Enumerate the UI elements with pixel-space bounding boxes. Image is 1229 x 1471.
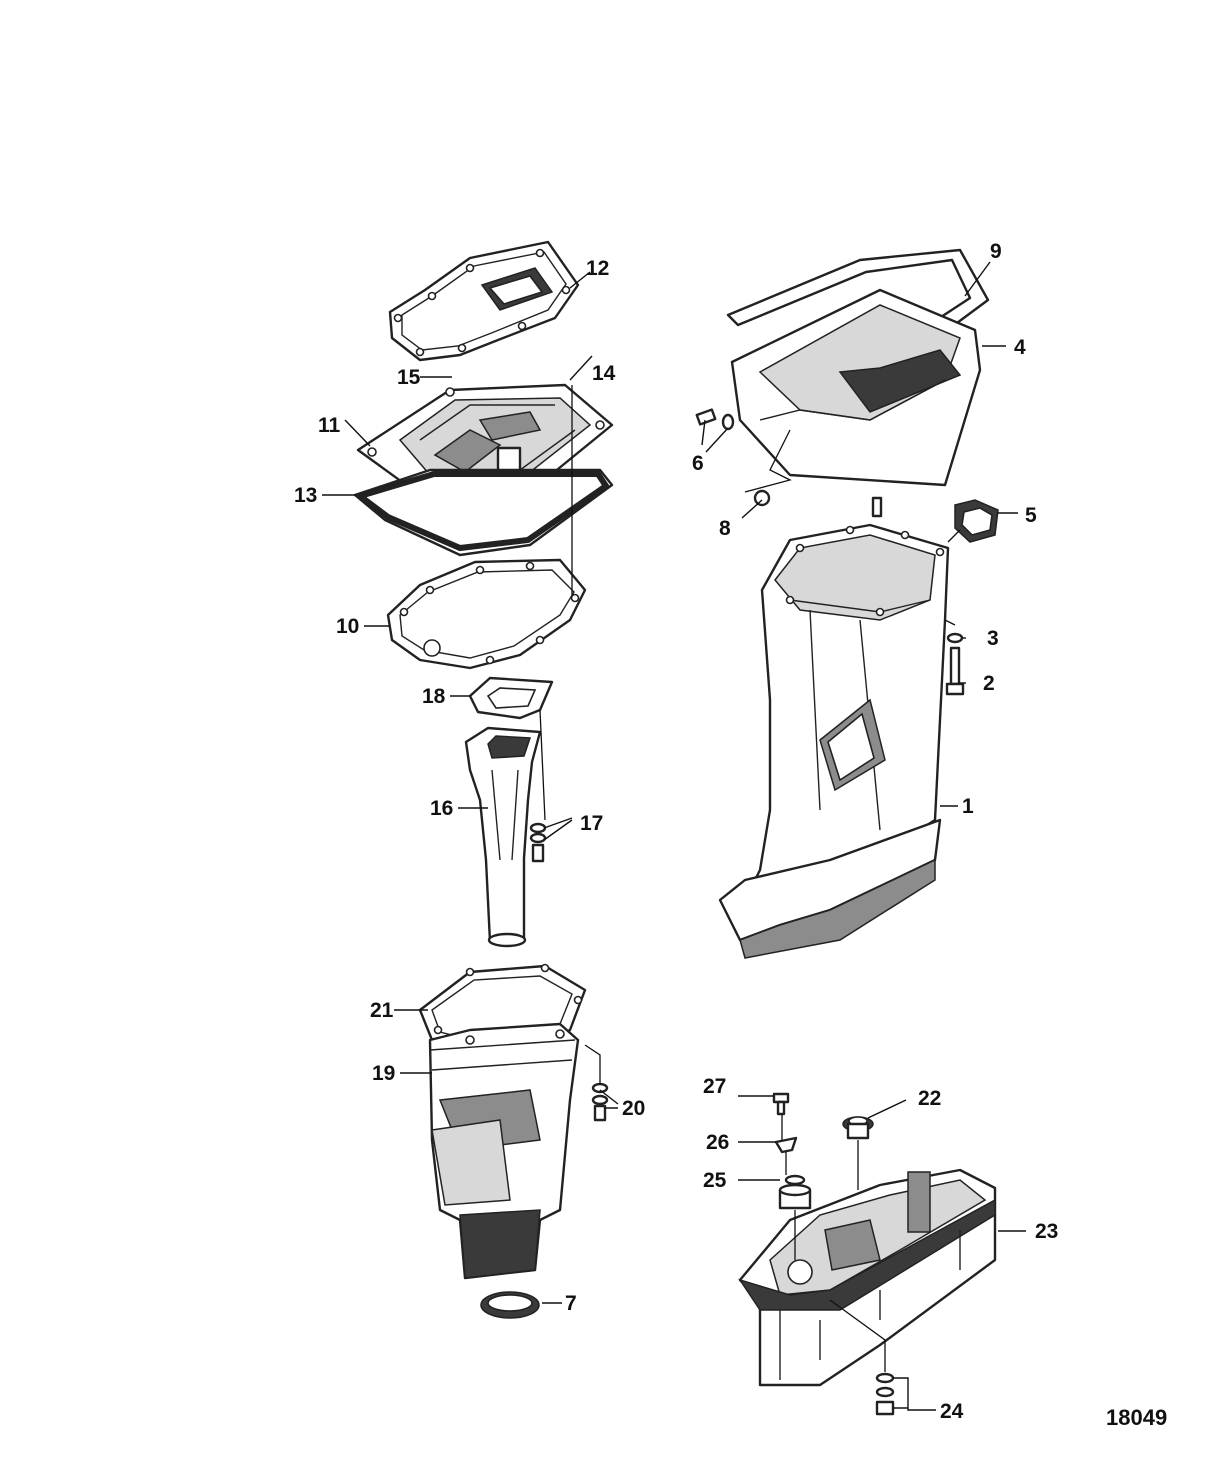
callout-5: 5 [1025, 504, 1037, 527]
part-27-screw [772, 1092, 790, 1116]
callout-4: 4 [1014, 336, 1026, 359]
callout-14: 14 [592, 362, 616, 385]
part-10-gasket [386, 558, 587, 670]
callout-2: 2 [983, 672, 995, 695]
callout-8: 8 [719, 517, 731, 540]
part-26-tab [774, 1136, 798, 1154]
callout-3: 3 [987, 627, 999, 650]
callout-7: 7 [565, 1292, 577, 1315]
part-8-nut [753, 489, 771, 507]
part-16-exhaust-tube [464, 726, 542, 948]
stud [871, 496, 883, 518]
callout-18: 18 [422, 685, 446, 708]
callout-6: 6 [692, 452, 704, 475]
part-24-hardware [875, 1372, 895, 1416]
part-23-gear-housing [738, 1168, 997, 1387]
part-6-hardware [695, 408, 735, 431]
callout-15: 15 [397, 366, 421, 389]
callout-16: 16 [430, 797, 453, 820]
callouts: 1 2 3 4 5 6 7 8 9 10 11 12 13 14 15 16 1… [294, 240, 1058, 1423]
part-2-bolt [945, 646, 965, 696]
part-20-hardware [591, 1082, 609, 1122]
callout-26: 26 [706, 1131, 729, 1154]
part-18-gasket [468, 676, 554, 720]
part-17-hardware [529, 822, 547, 863]
callout-19: 19 [372, 1062, 395, 1085]
callout-9: 9 [990, 240, 1002, 263]
callout-23: 23 [1035, 1220, 1058, 1243]
part-7-seal-ring [480, 1291, 540, 1319]
callout-20: 20 [622, 1097, 645, 1120]
part-19-housing [428, 1022, 580, 1280]
callout-11: 11 [318, 414, 341, 437]
assembly-lines [539, 385, 961, 1372]
part-5-bumper [954, 499, 999, 543]
callout-10: 10 [336, 615, 359, 638]
callout-13: 13 [294, 484, 317, 507]
part-25-cap [778, 1174, 812, 1210]
callout-27: 27 [703, 1075, 726, 1098]
callout-24: 24 [940, 1400, 964, 1423]
callout-17: 17 [580, 812, 603, 835]
part-22-bushing [842, 1116, 874, 1140]
part-12-gasket [388, 240, 580, 362]
diagram-id: 18049 [1106, 1405, 1167, 1430]
callout-22: 22 [918, 1087, 941, 1110]
part-1-driveshaft-housing [718, 523, 950, 959]
callout-21: 21 [370, 999, 394, 1022]
part-13-seal-plate [353, 468, 614, 557]
part-3-washer [946, 632, 964, 644]
callout-25: 25 [703, 1169, 727, 1192]
callout-1: 1 [962, 795, 974, 818]
callout-12: 12 [586, 257, 609, 280]
part-4-upper-cowl [730, 288, 982, 487]
leader-lines [322, 261, 1026, 1411]
